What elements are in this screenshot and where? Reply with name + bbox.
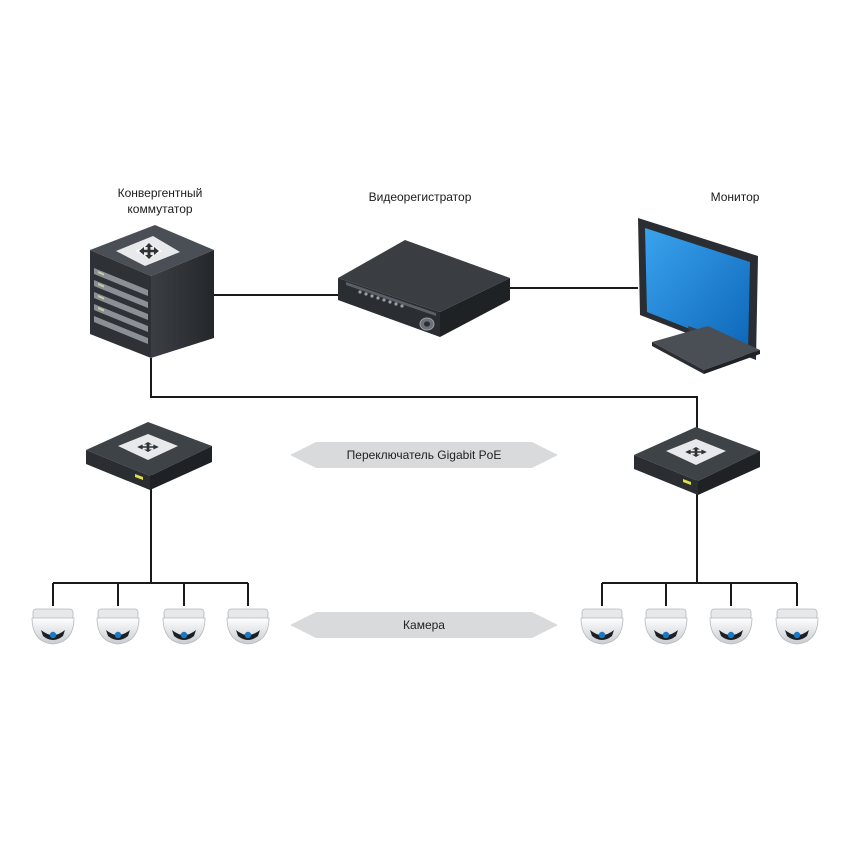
dome-camera-icon — [644, 608, 688, 645]
monitor-label: Монитор — [710, 190, 760, 204]
poe-switch-banner-text: Переключатель Gigabit PoE — [346, 448, 502, 462]
link-core-to-poe-switches — [150, 358, 698, 440]
dome-camera-icon — [775, 608, 819, 645]
dome-camera-icon — [709, 608, 753, 645]
nvr-icon — [338, 240, 510, 337]
dome-camera-icon — [31, 608, 75, 645]
nvr-label: Видеорегистратор — [368, 190, 472, 204]
dome-camera-icon — [580, 608, 624, 645]
core-switch-label: Конвергентный коммутатор — [90, 185, 230, 217]
core-switch-label-line2: коммутатор — [127, 202, 193, 216]
dome-camera-icon — [162, 608, 206, 645]
poe-switch-icon — [634, 427, 760, 495]
poe-switch-banner-arrow — [290, 442, 558, 468]
connection-lines — [52, 287, 798, 606]
poe-switch-icon — [86, 422, 212, 490]
monitor-icon — [638, 218, 760, 374]
core-switch-icon — [90, 225, 214, 358]
dome-camera-icon — [226, 608, 270, 645]
core-switch-label-line1: Конвергентный — [117, 186, 203, 200]
camera-banner-text: Камера — [403, 618, 445, 632]
camera-banner-arrow — [290, 612, 558, 638]
dome-camera-icon — [96, 608, 140, 645]
